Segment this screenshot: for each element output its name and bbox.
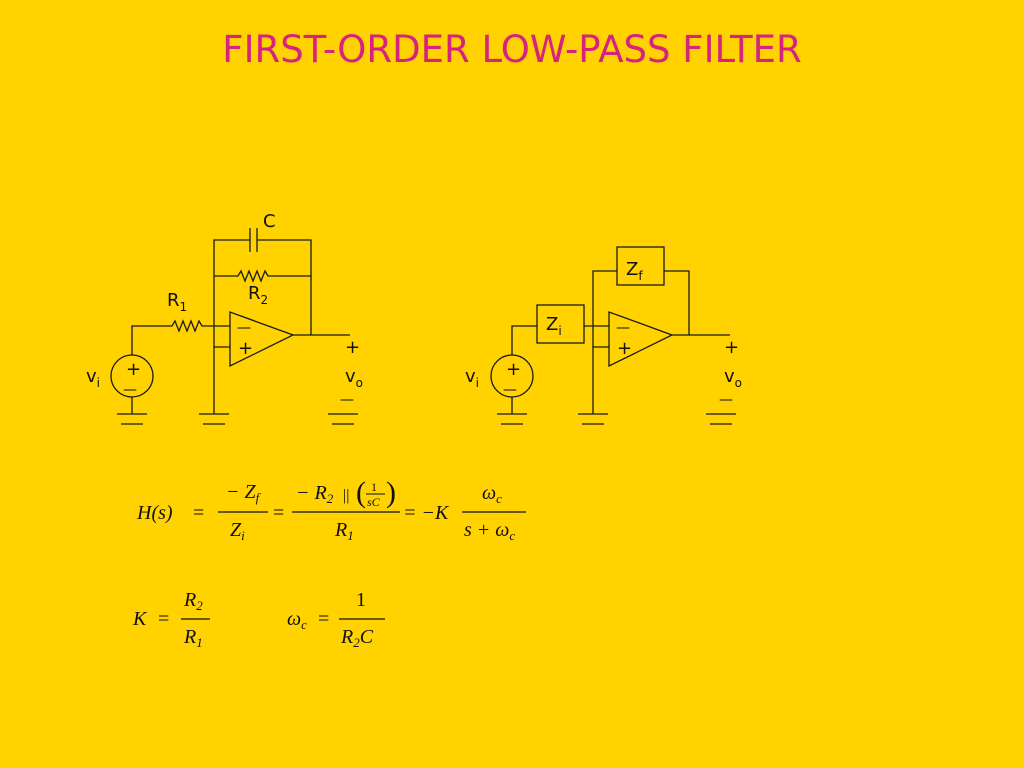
- opamp-1: [229, 311, 295, 368]
- opamp-2: [608, 311, 674, 368]
- resistor-r1: [131, 319, 230, 355]
- svg-text:=: =: [158, 608, 169, 630]
- impedance-zi-box: [536, 304, 585, 344]
- cutoff-den: R2C: [340, 626, 374, 650]
- eq-frac1-den: Zi: [230, 519, 245, 543]
- vo2-minus: —: [719, 392, 733, 408]
- vo2-label: vo: [724, 366, 742, 390]
- vo1-minus: —: [340, 392, 354, 408]
- source2-minus: —: [503, 382, 517, 398]
- svg-text:=: =: [273, 502, 284, 524]
- opamp1-minus: —: [237, 320, 251, 336]
- source1-minus: —: [123, 382, 137, 398]
- capacitor-label: C: [263, 211, 276, 232]
- cutoff-lhs: ωc: [287, 608, 307, 632]
- source2-plus: +: [506, 359, 521, 380]
- opamp1-plus: +: [238, 338, 253, 359]
- vi1-label: vi: [86, 366, 100, 390]
- zi-label: Zi: [546, 314, 562, 338]
- ground-opamp-1: [199, 413, 229, 425]
- circuit-rc-lowpass: C R2 R1 + — vi — + + vo —: [86, 211, 363, 425]
- ground-opamp-2: [578, 413, 608, 425]
- ground-source-2: [497, 413, 527, 425]
- zf-label: Zf: [626, 259, 643, 283]
- vi2-label: vi: [465, 366, 479, 390]
- transfer-function-equation: H(s) = − Zf Zi = − R2 || ( 1 sC ) R1 = −…: [136, 476, 526, 543]
- eq-paren-right: ): [386, 476, 396, 509]
- eq-paren-left: (: [356, 476, 366, 509]
- eq-lhs: H(s): [136, 502, 173, 524]
- r1-label: R1: [167, 290, 187, 314]
- ground-output-1: [328, 413, 358, 425]
- ground-output-2: [706, 413, 736, 425]
- eq-rhs-prefix: = −K: [403, 502, 450, 524]
- eq-frac3-den: s + ωc: [464, 519, 515, 543]
- source1-plus: +: [126, 359, 141, 380]
- cutoff-num: 1: [356, 589, 366, 611]
- opamp2-plus: +: [617, 338, 632, 359]
- gain-num: R2: [183, 589, 203, 613]
- eq-frac3-num: ωc: [482, 482, 502, 506]
- gain-den: R1: [183, 626, 203, 650]
- eq-frac1-num: − Zf: [226, 481, 262, 505]
- circuit-generic-impedance: Zf Zi + — vi — + + vo —: [465, 246, 742, 425]
- r2-label: R2: [248, 283, 268, 307]
- eq-frac2-den: R1: [334, 519, 354, 543]
- gain-lhs: K: [132, 608, 148, 630]
- cutoff-equation: ωc = 1 R2C: [287, 589, 385, 650]
- eq-inner-den: sC: [367, 495, 381, 509]
- svg-text:=: =: [318, 608, 329, 630]
- gain-equation: K = R2 R1: [132, 589, 210, 650]
- opamp2-minus: —: [616, 320, 630, 336]
- impedance-zf-box: [616, 246, 665, 286]
- resistor-r2: [214, 269, 311, 283]
- eq-frac2-parallel: ||: [343, 487, 349, 504]
- ground-source-1: [117, 413, 147, 425]
- vo2-plus: +: [724, 337, 739, 358]
- eq-inner-num: 1: [371, 480, 377, 494]
- vo1-plus: +: [345, 337, 360, 358]
- slide-title: FIRST-ORDER LOW-PASS FILTER: [222, 28, 802, 71]
- vo1-label: vo: [345, 366, 363, 390]
- eq-frac2-num: − R2: [296, 482, 334, 506]
- svg-text:=: =: [193, 502, 204, 524]
